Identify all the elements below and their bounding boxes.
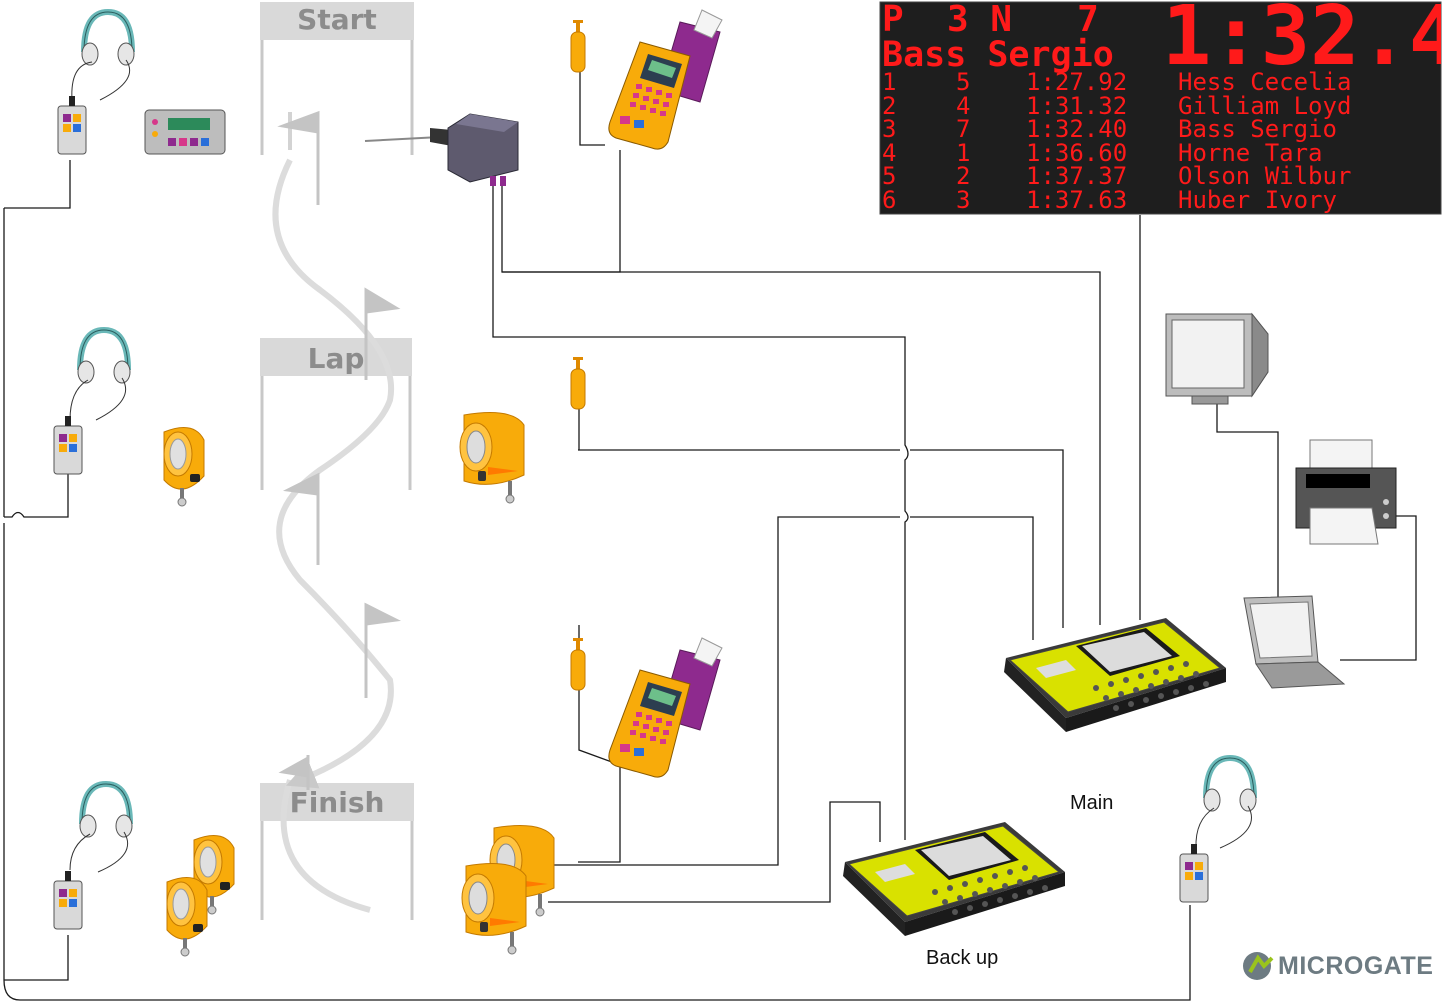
row-bib: 5 [956, 68, 971, 96]
lap-gate-label: Lap [307, 342, 365, 375]
radio-main [1179, 843, 1209, 903]
scoreboard-panel [879, 1, 1442, 215]
start-decoder-device [144, 109, 226, 155]
row-bib: 7 [956, 115, 971, 143]
row-position: 1 [882, 68, 897, 96]
row-name: Horne Tara [1178, 138, 1323, 167]
lap-photocell [459, 412, 525, 504]
finish-reflector-2 [166, 877, 208, 957]
row-bib: 3 [956, 185, 971, 214]
row-time: 1:37.63 [1026, 185, 1128, 214]
main-timer-console [1003, 617, 1227, 733]
radio-finish [53, 870, 83, 930]
scoreboard-row: 4 1 1:36.60 Horne Tara [880, 141, 1441, 165]
scoreboard-row: 2 4 1:31.32 Gilliam Loyd [880, 94, 1441, 118]
row-time: 1:32.40 [1026, 115, 1128, 143]
row-position: 6 [882, 185, 897, 214]
main-timer-label: Main [1070, 792, 1114, 814]
row-name: Bass Sergio [1178, 115, 1337, 143]
printer [1295, 439, 1397, 545]
row-position: 2 [882, 91, 897, 120]
finish-handheld-timer [608, 637, 723, 778]
laptop [1243, 595, 1346, 689]
row-name: Huber Ivory [1178, 185, 1337, 214]
backup-timer-label: Back up [926, 947, 999, 969]
monitor [1165, 312, 1269, 405]
start-gate [260, 2, 414, 155]
row-position: 3 [882, 115, 897, 143]
row-time: 1:36.60 [1026, 138, 1128, 167]
row-name: Olson Wilbur [1178, 162, 1352, 190]
row-bib: 4 [956, 91, 971, 120]
start-handheld-timer [608, 9, 723, 150]
radio-lap [53, 415, 83, 475]
scoreboard-row: 1 5 1:27.92 Hess Cecelia [880, 70, 1441, 94]
row-bib: 2 [956, 162, 971, 190]
headphones-main [1195, 758, 1256, 849]
finish-photocell-2 [461, 863, 527, 955]
row-time: 1:37.37 [1026, 162, 1128, 190]
headphones-start [71, 12, 134, 101]
backup-timer-console [842, 821, 1066, 937]
row-time: 1:27.92 [1026, 68, 1128, 96]
finish-push-button [570, 637, 586, 691]
wiring [3, 45, 1417, 1001]
scoreboard-row: 6 3 1:37.63 Huber Ivory [880, 188, 1441, 212]
lap-push-button [570, 356, 586, 410]
start-push-button [570, 19, 586, 73]
start-gate-wand [364, 113, 519, 186]
scoreboard-header-left: P 3 N 7 [882, 2, 1099, 40]
row-position: 5 [882, 162, 897, 190]
race-course-path [272, 112, 395, 913]
row-name: Hess Cecelia [1178, 68, 1352, 96]
microgate-logo-mark [1243, 952, 1274, 980]
scoreboard: P 3 N 7 1:32.40 Bass Sergio 1 5 1:27.92 … [880, 2, 1441, 214]
finish-gate-label: Finish [289, 786, 385, 819]
scoreboard-current-name: Bass Sergio [882, 35, 1114, 75]
row-bib: 1 [956, 138, 971, 167]
scoreboard-row: 5 2 1:37.37 Olson Wilbur [880, 164, 1441, 188]
headphones-lap [69, 330, 130, 421]
scoreboard-results: 1 5 1:27.92 Hess Cecelia 2 4 1:31.32 Gil… [880, 70, 1441, 212]
scoreboard-row: 3 7 1:32.40 Bass Sergio [880, 117, 1441, 141]
lap-reflector [163, 427, 205, 507]
microgate-logo-text: MICROGATE [1278, 952, 1434, 980]
radio-start [57, 95, 87, 155]
course-flags [277, 110, 402, 790]
row-position: 4 [882, 138, 897, 167]
row-time: 1:31.32 [1026, 91, 1128, 120]
row-name: Gilliam Loyd [1178, 91, 1352, 120]
start-gate-label: Start [297, 3, 377, 36]
scoreboard-header-time: 1:32.40 [1162, 2, 1441, 84]
headphones-finish [69, 784, 132, 873]
